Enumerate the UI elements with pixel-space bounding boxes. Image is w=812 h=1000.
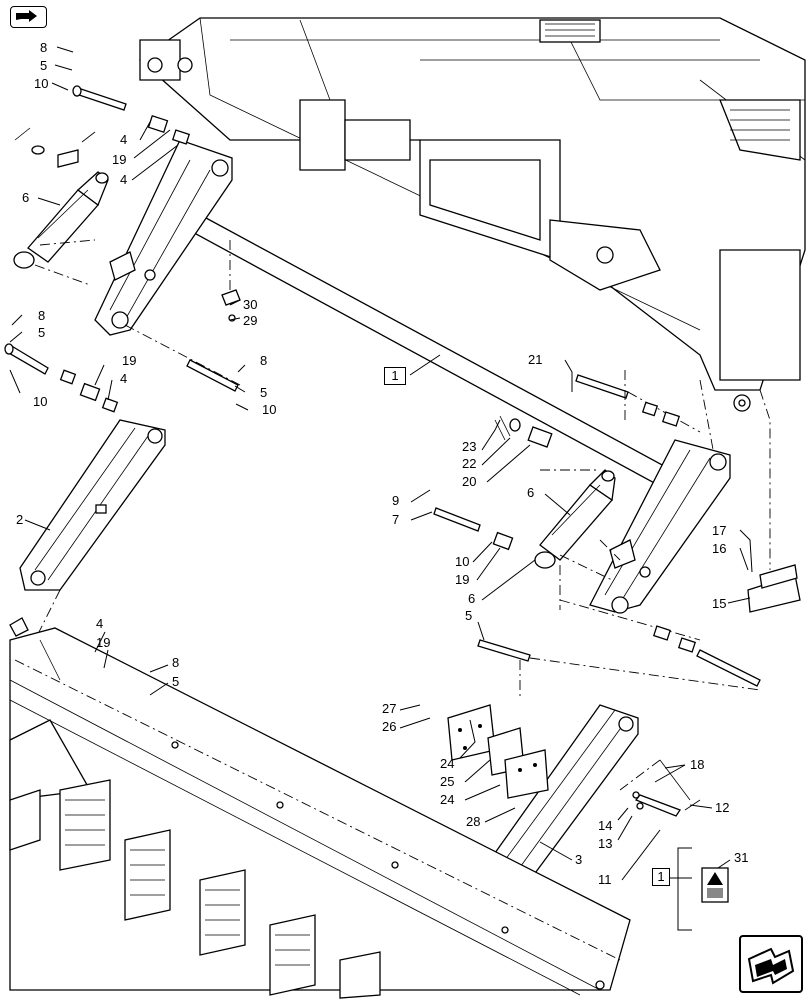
callout-12: 12 (715, 800, 729, 815)
callout-5: 5 (172, 674, 179, 689)
callout-21: 21 (528, 352, 542, 367)
callout-23: 23 (462, 439, 476, 454)
callout-8: 8 (260, 353, 267, 368)
leader-lines (9, 46, 753, 931)
callout-13: 13 (598, 836, 612, 851)
lower-frame-assembly (9, 617, 631, 999)
callout-17: 17 (712, 523, 726, 538)
guide-lines (34, 239, 626, 700)
callout-24: 24 (440, 792, 454, 807)
callout-labels: 8 5 10 4 19 4 6 30 29 8 5 10 19 4 8 5 10… (16, 40, 748, 887)
callout-5: 5 (260, 385, 267, 400)
callout-18: 18 (690, 757, 704, 772)
callout-15: 15 (712, 596, 726, 611)
callout-26: 26 (382, 719, 396, 734)
reference-box-decal: 1 (652, 868, 670, 886)
hydraulic-cylinder-left (13, 127, 109, 269)
callout-6: 6 (22, 190, 29, 205)
callout-4: 4 (96, 616, 103, 631)
hinge-hardware (619, 759, 701, 817)
callout-19: 19 (96, 635, 110, 650)
callout-27: 27 (382, 701, 396, 716)
callout-20: 20 (462, 474, 476, 489)
callout-25: 25 (440, 774, 454, 789)
callout-10: 10 (33, 394, 47, 409)
callout-29: 29 (243, 313, 257, 328)
callout-10: 10 (34, 76, 48, 91)
next-page-button[interactable] (739, 935, 803, 993)
reference-box-decal-label: 1 (657, 869, 665, 884)
callout-11: 11 (598, 872, 612, 887)
mounting-plates (447, 704, 549, 799)
callout-8: 8 (40, 40, 47, 55)
callout-14: 14 (598, 818, 612, 833)
callout-4: 4 (120, 371, 127, 386)
callout-16: 16 (712, 541, 726, 556)
nav-button-top[interactable] (10, 6, 47, 28)
arrow-right-icon (14, 10, 41, 22)
callout-8: 8 (172, 655, 179, 670)
callout-8: 8 (38, 308, 45, 323)
callout-4: 4 (120, 172, 127, 187)
callout-4: 4 (120, 132, 127, 147)
next-page-arrow-icon (747, 947, 795, 985)
callout-24: 24 (440, 756, 454, 771)
callout-7: 7 (392, 512, 399, 527)
rocker-arm-left (94, 139, 233, 336)
callout-6: 6 (468, 591, 475, 606)
warning-decal-icon (701, 867, 729, 903)
callout-6: 6 (527, 485, 534, 500)
callout-19: 19 (122, 353, 136, 368)
callout-2: 2 (16, 512, 23, 527)
callout-28: 28 (466, 814, 480, 829)
reference-box-main: 1 (384, 367, 406, 385)
callout-19: 19 (455, 572, 469, 587)
callout-5: 5 (465, 608, 472, 623)
machine-frame (138, 17, 806, 570)
callout-3: 3 (575, 852, 582, 867)
rocker-arm-right (589, 439, 731, 614)
hydraulic-cylinder-right (534, 469, 616, 569)
callout-5: 5 (38, 325, 45, 340)
callout-22: 22 (462, 456, 476, 471)
callout-30: 30 (243, 297, 257, 312)
callout-10: 10 (262, 402, 276, 417)
reference-box-main-label: 1 (391, 368, 399, 383)
callout-31: 31 (734, 850, 748, 865)
clamp-bracket (747, 564, 801, 613)
callout-19: 19 (112, 152, 126, 167)
callout-9: 9 (392, 493, 399, 508)
callout-5: 5 (40, 58, 47, 73)
callout-10: 10 (455, 554, 469, 569)
lift-link-upper (19, 419, 166, 641)
